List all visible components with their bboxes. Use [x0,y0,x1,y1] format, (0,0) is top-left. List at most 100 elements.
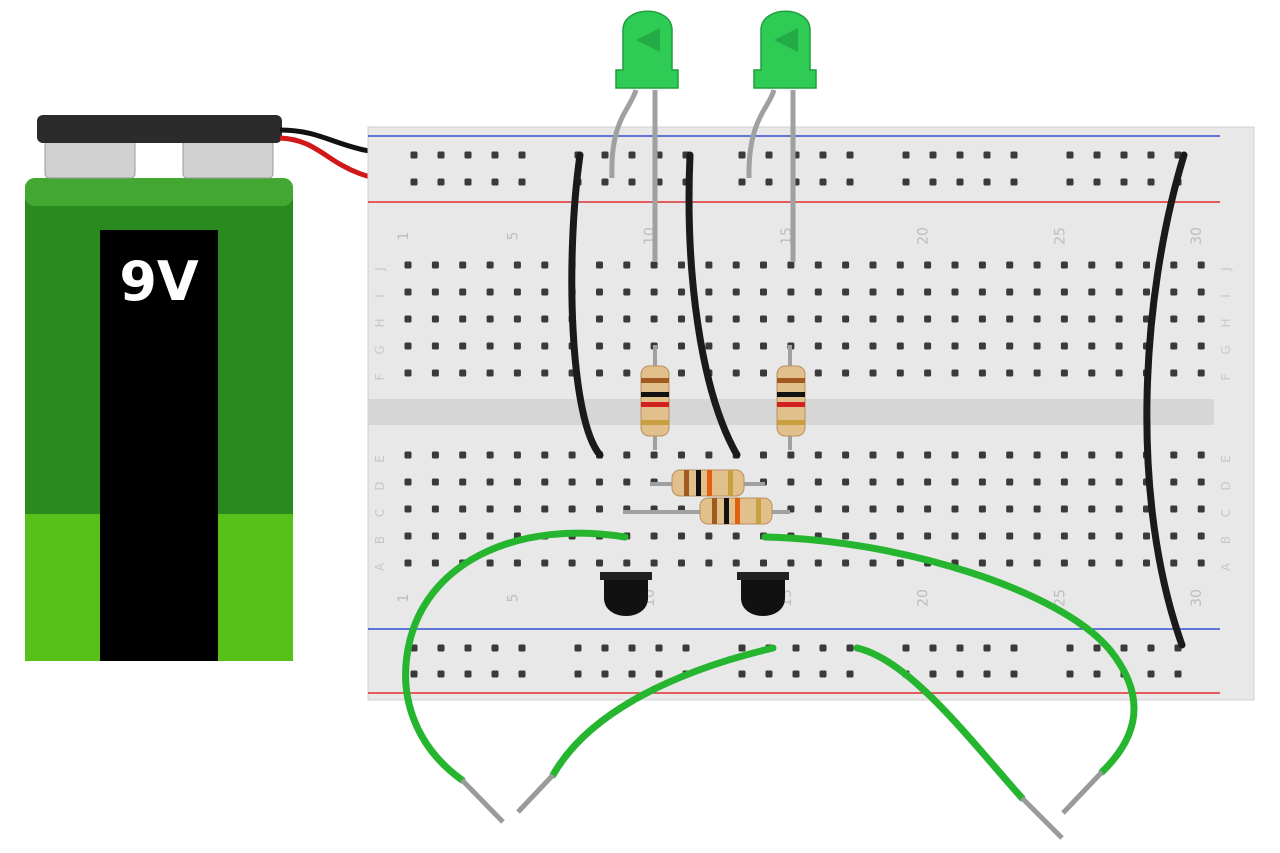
breadboard-hole [1033,559,1041,567]
breadboard-hole [869,505,877,513]
breadboard-hole [431,532,439,540]
breadboard-hole [1006,315,1014,323]
column-number-bottom: 25 [1052,589,1068,607]
breadboard-hole [924,505,932,513]
breadboard-hole [760,369,767,377]
breadboard-hole [404,315,412,323]
jumper-black-2 [685,151,741,459]
breadboard-hole [787,478,795,486]
breadboard-hole [1010,670,1018,678]
breadboard-hole [896,559,904,567]
breadboard-hole [819,178,827,186]
breadboard-hole [574,644,582,652]
breadboard-hole [819,151,827,159]
breadboard-hole [623,342,631,350]
breadboard-hole [1120,178,1128,186]
breadboard-hole [1006,532,1014,540]
breadboard-hole [924,342,932,350]
breadboard-hole [1147,178,1155,186]
breadboard-hole [842,505,850,513]
breadboard-hole [437,670,445,678]
breadboard-hole [1093,151,1101,159]
breadboard-hole [896,315,904,323]
breadboard-hole [541,478,549,486]
breadboard-hole [623,261,631,269]
jumper-black-1 [568,151,604,459]
breadboard-hole [978,478,986,486]
jumper-black-3 [1143,151,1188,649]
breadboard-hole [404,261,412,269]
breadboard-hole [705,532,713,540]
resistor-2 [776,345,806,450]
breadboard-hole [1006,261,1014,269]
breadboard-hole [486,288,494,296]
breadboard-hole [1033,451,1041,459]
breadboard-hole [623,288,631,296]
breadboard-hole [486,342,494,350]
breadboard-hole [1147,151,1155,159]
breadboard-hole [956,644,964,652]
breadboard-hole [1033,505,1041,513]
breadboard-hole [1170,478,1178,486]
breadboard-hole [983,670,991,678]
column-number-top: 25 [1052,227,1068,245]
row-letter-left: A [373,562,387,571]
breadboard-hole [486,315,494,323]
breadboard-hole [814,451,822,459]
breadboard-hole [431,451,439,459]
breadboard-hole [1033,288,1041,296]
breadboard-hole [842,342,850,350]
breadboard-hole [1033,478,1041,486]
breadboard-hole [1093,644,1101,652]
breadboard-hole [896,342,904,350]
breadboard-hole [787,261,795,269]
breadboard-hole [1093,670,1101,678]
breadboard-hole [765,151,773,159]
breadboard-hole [869,478,877,486]
breadboard-hole [596,315,603,323]
breadboard-hole [951,505,959,513]
breadboard-hole [869,342,877,350]
breadboard-hole [1197,559,1205,567]
breadboard-hole [924,288,932,296]
breadboard-hole [1010,178,1018,186]
breadboard-hole [732,369,740,377]
breadboard-hole [459,315,467,323]
breadboard-hole [1060,451,1068,459]
breadboard-hole [574,670,582,678]
breadboard-hole [1088,451,1096,459]
column-number-top: 5 [505,232,521,241]
row-letter-right: J [1219,267,1233,272]
breadboard-hole [978,505,986,513]
breadboard-hole [682,644,690,652]
breadboard-hole [869,369,877,377]
breadboard-hole [541,288,549,296]
breadboard-hole [464,670,472,678]
breadboard-hole [601,670,609,678]
breadboard-hole [846,670,854,678]
row-letter-left: I [373,294,387,298]
breadboard-hole [437,644,445,652]
breadboard-hole [486,261,494,269]
breadboard-hole [596,261,603,269]
breadboard-hole [902,644,910,652]
breadboard-hole [541,315,549,323]
breadboard-hole [1170,559,1178,567]
breadboard-hole [956,670,964,678]
breadboard-hole [596,505,603,513]
breadboard-hole [1115,451,1123,459]
breadboard-hole [1143,559,1150,567]
breadboard-hole [655,644,663,652]
breadboard-hole [1066,670,1074,678]
breadboard-hole [1147,670,1155,678]
breadboard-hole [1197,451,1205,459]
breadboard-hole [869,559,877,567]
breadboard-hole [929,644,937,652]
breadboard-hole [518,178,526,186]
breadboard-hole [486,505,494,513]
breadboard-hole [1115,505,1123,513]
row-letter-right: B [1219,536,1233,544]
